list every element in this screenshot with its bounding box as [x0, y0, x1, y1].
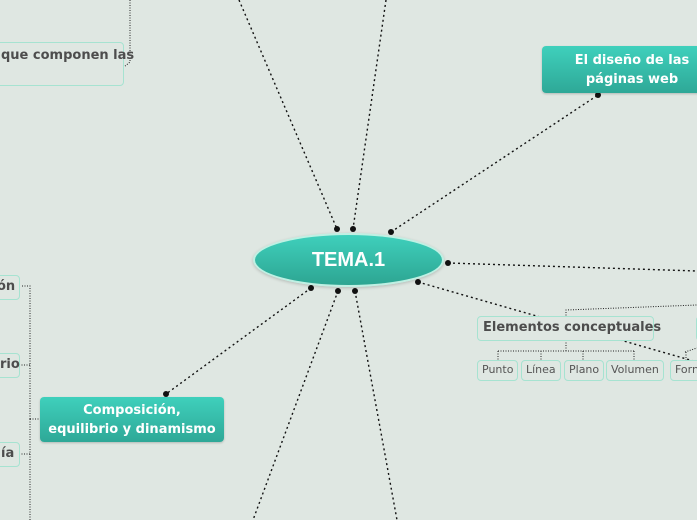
sub-item-volumen-label: Volumen	[611, 363, 659, 376]
node-composicion-label: Composición, equilibrio y dinamismo	[48, 403, 216, 437]
sub-item-volumen[interactable]: Volumen	[606, 360, 664, 381]
sub-item-forma[interactable]: Forn	[670, 360, 697, 381]
sub-item-plano-label: Plano	[569, 363, 600, 376]
node-elementos-conceptuales[interactable]: Elementos conceptuales	[477, 316, 661, 341]
node-diseno-paginas-label: El diseño de las páginas web	[574, 53, 690, 87]
sub-item-punto[interactable]: Punto	[477, 360, 519, 381]
node-left-partial-1-label: ón	[0, 279, 16, 294]
sub-item-forma-label: Forn	[675, 363, 697, 376]
node-left-partial-2[interactable]: rio	[0, 353, 20, 378]
sub-item-plano[interactable]: Plano	[564, 360, 605, 381]
central-topic[interactable]: TEMA.1	[253, 233, 444, 287]
node-composicion[interactable]: Composición, equilibrio y dinamismo	[40, 397, 224, 442]
node-que-componen[interactable]: que componen las	[0, 42, 134, 86]
central-topic-label: TEMA.1	[311, 248, 386, 271]
node-left-partial-2-label: rio	[0, 357, 20, 372]
node-que-componen-label: que componen las	[1, 48, 135, 63]
node-left-partial-1[interactable]: ón	[0, 275, 20, 300]
sub-item-linea[interactable]: Línea	[521, 360, 561, 381]
node-left-partial-3[interactable]: ía	[0, 442, 20, 467]
sub-item-punto-label: Punto	[482, 363, 514, 376]
node-left-partial-3-label: ía	[1, 446, 15, 461]
node-elementos-conceptuales-label: Elementos conceptuales	[483, 320, 662, 335]
sub-item-linea-label: Línea	[526, 363, 556, 376]
node-diseno-paginas[interactable]: El diseño de las páginas web	[542, 46, 697, 93]
